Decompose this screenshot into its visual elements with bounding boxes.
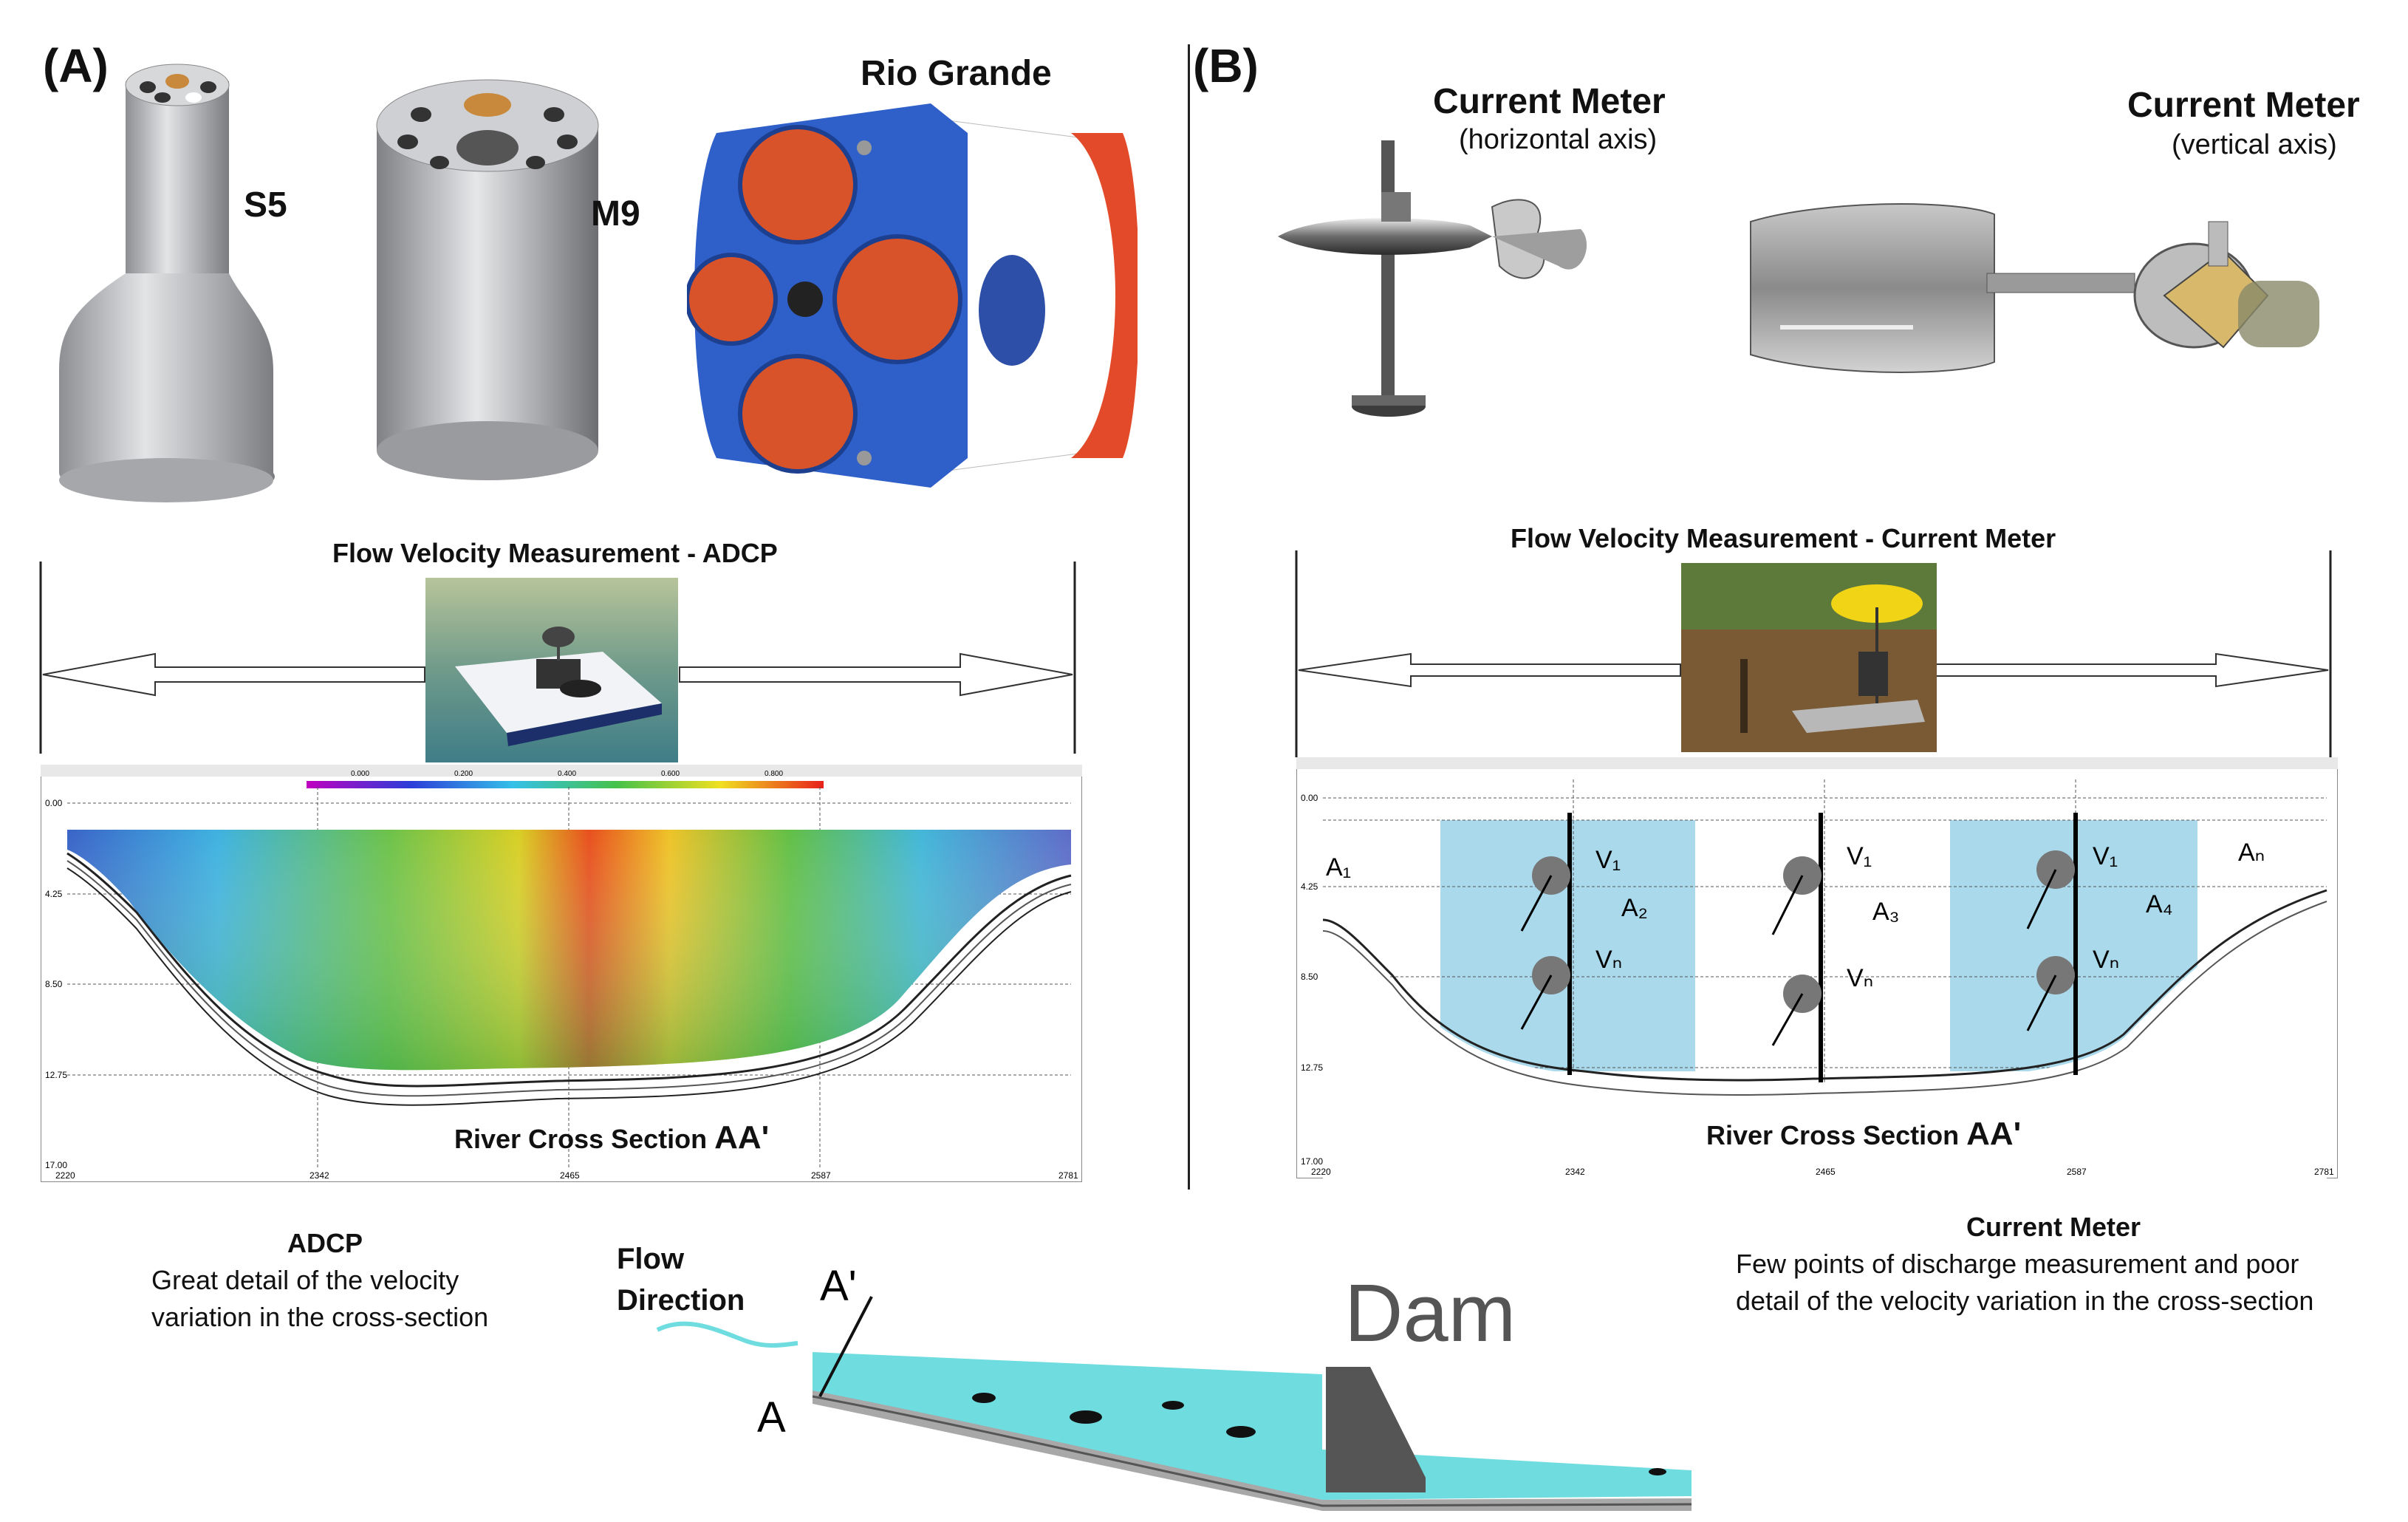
- cm-x-tick-2: 2465: [1816, 1167, 1836, 1177]
- adcp-velocity-chart: 0.00 4.25 8.50 12.75 17.00 2220 2342 246…: [41, 765, 1082, 1182]
- cm-boat-photo: [1681, 563, 1937, 752]
- cm-cross-section-text: River Cross Section: [1706, 1120, 1960, 1150]
- adcp-y-tick-4: 17.00: [45, 1160, 67, 1170]
- panel-a-tag: (A): [43, 39, 109, 92]
- adcp-x-tick-1: 2342: [309, 1170, 329, 1181]
- cm-cross-section-suffix: AA': [1966, 1116, 2022, 1152]
- cm-section-title: Flow Velocity Measurement - Current Mete…: [1511, 523, 2056, 553]
- cm-cross-section-label: River Cross Section AA': [1706, 1116, 2021, 1153]
- cm-x-tick-3: 2587: [2067, 1167, 2087, 1177]
- adcp-cross-section-text: River Cross Section: [454, 1124, 708, 1154]
- adcp-y-tick-1: 4.25: [45, 889, 63, 899]
- adcp-x-tick-0: 2220: [55, 1170, 75, 1181]
- rio-grande-label: Rio Grande: [861, 54, 1052, 93]
- panel-divider: [1188, 44, 1190, 1190]
- flow-direction-line1: Flow: [617, 1243, 685, 1275]
- area-a2-label: A₂: [1621, 894, 1648, 922]
- meter-h-subtitle: (horizontal axis): [1459, 124, 1658, 155]
- adcp-caption-line1: Great detail of the velocity: [151, 1265, 459, 1295]
- vn-label-3: Vₙ: [2093, 946, 2119, 974]
- m9-device-image: [376, 79, 599, 480]
- adcp-y-tick-3: 12.75: [45, 1070, 67, 1080]
- cm-caption-line2: detail of the velocity variation in the …: [1736, 1286, 2314, 1316]
- meter-v-title: Current Meter: [2127, 86, 2360, 125]
- adcp-boat-photo: [425, 578, 678, 762]
- cm-x-tick-0: 2220: [1311, 1167, 1331, 1177]
- vn-label-2: Vₙ: [1847, 964, 1873, 992]
- adcp-colorbar-tick-1: 0.200: [454, 770, 473, 778]
- meter-h-title: Current Meter: [1433, 82, 1666, 121]
- cm-cross-section-chart: A₁ A₂ A₃ A₄ Aₙ V₁ Vₙ V₁ Vₙ V₁ Vₙ 0.00 4.…: [1296, 757, 2338, 1178]
- cm-caption-title: Current Meter: [1966, 1212, 2141, 1242]
- adcp-x-tick-2: 2465: [560, 1170, 580, 1181]
- area-a1-label: A₁: [1326, 853, 1351, 881]
- m9-label: M9: [591, 194, 640, 233]
- adcp-width-arrows: [39, 562, 1076, 754]
- adcp-section-title: Flow Velocity Measurement - ADCP: [332, 538, 778, 568]
- v1-label-2: V₁: [1847, 842, 1872, 870]
- flow-direction-line2: Direction: [617, 1284, 745, 1317]
- adcp-colorbar-tick-0: 0.000: [351, 770, 369, 778]
- adcp-colorbar-tick-3: 0.600: [661, 770, 680, 778]
- current-meter-vertical-image: [1750, 203, 2319, 373]
- cm-y-tick-3: 12.75: [1301, 1062, 1323, 1073]
- cm-y-tick-2: 8.50: [1301, 972, 1318, 982]
- adcp-y-tick-0: 0.00: [45, 798, 63, 808]
- area-a3-label: A₃: [1872, 898, 1900, 926]
- cm-y-tick-1: 4.25: [1301, 881, 1318, 892]
- cm-x-tick-4: 2781: [2314, 1167, 2334, 1177]
- v1-label-1: V₁: [1595, 846, 1621, 874]
- s5-label: S5: [244, 185, 287, 225]
- cm-width-arrows: [1295, 550, 2332, 757]
- a-prime-label: A': [820, 1262, 857, 1310]
- dam-label: Dam: [1344, 1268, 1516, 1359]
- dam-diagram: A' A Dam: [656, 1262, 1692, 1511]
- adcp-colorbar-tick-2: 0.400: [558, 770, 576, 778]
- cm-caption-line1: Few points of discharge measurement and …: [1736, 1249, 2299, 1279]
- adcp-cross-section-suffix: AA': [714, 1119, 770, 1156]
- adcp-y-tick-2: 8.50: [45, 979, 63, 989]
- area-an-label: Aₙ: [2238, 839, 2265, 867]
- adcp-colorbar-tick-4: 0.800: [765, 770, 783, 778]
- cm-y-tick-0: 0.00: [1301, 793, 1318, 803]
- cm-y-tick-4: 17.00: [1301, 1156, 1323, 1167]
- s5-device-image: [59, 64, 275, 502]
- vn-label-1: Vₙ: [1595, 946, 1622, 974]
- meter-v-subtitle: (vertical axis): [2172, 129, 2337, 160]
- adcp-caption-line2: variation in the cross-section: [151, 1302, 489, 1332]
- panel-b-tag: (B): [1193, 39, 1259, 92]
- a-label: A: [757, 1393, 786, 1441]
- adcp-cross-section-label: River Cross Section AA': [454, 1119, 769, 1156]
- cm-x-tick-1: 2342: [1565, 1167, 1585, 1177]
- current-meter-horizontal-image: [1278, 140, 1587, 417]
- rio-grande-device-image: [687, 103, 1138, 488]
- v1-label-3: V₁: [2093, 842, 2118, 870]
- adcp-caption-title: ADCP: [287, 1228, 363, 1258]
- area-a4-label: A₄: [2146, 890, 2173, 918]
- adcp-x-tick-4: 2781: [1058, 1170, 1078, 1181]
- adcp-x-tick-3: 2587: [811, 1170, 831, 1181]
